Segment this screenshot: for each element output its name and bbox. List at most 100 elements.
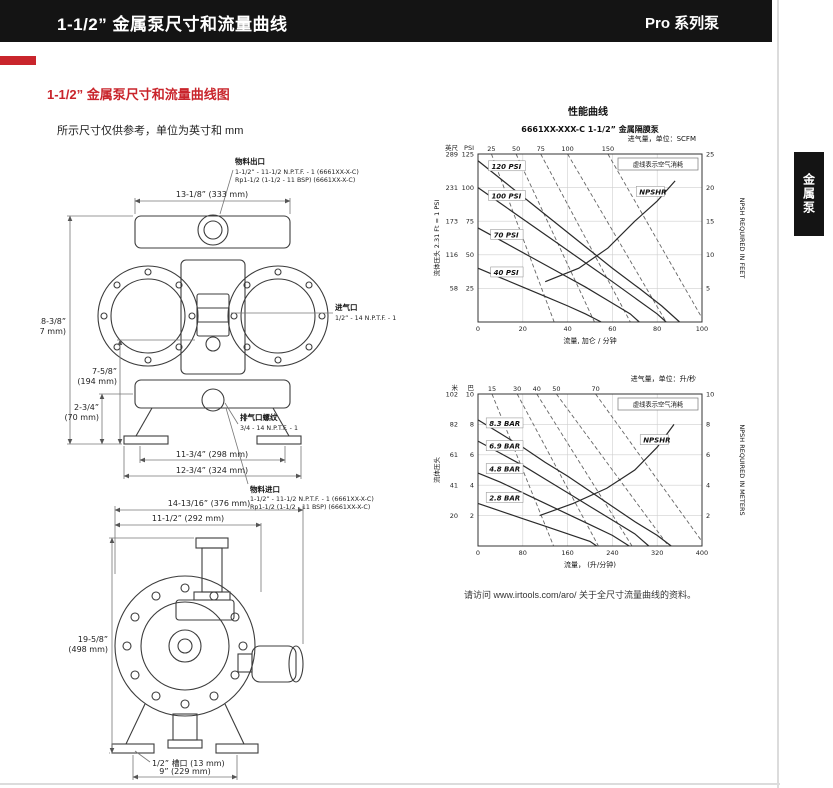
svg-text:75: 75 (466, 218, 474, 226)
dim-11-3-4: 11-3/4” (298 mm) (176, 450, 248, 459)
svg-text:40: 40 (533, 385, 541, 393)
svg-text:6.9 BAR: 6.9 BAR (489, 443, 520, 451)
svg-text:巴: 巴 (468, 384, 475, 392)
outlet-spec-2: Rp1-1/2 (1-1/2 - 11 BSP) (6661XX-X-C) (235, 177, 355, 184)
dim-7-5-8: 7-5/8” (92, 367, 117, 376)
svg-text:70 PSI: 70 PSI (494, 231, 519, 239)
side-height-dimension: 19-5/8” (78, 635, 108, 644)
dim-2-3-4: 2-3/4” (74, 403, 99, 412)
svg-text:60: 60 (608, 325, 616, 333)
svg-text:5: 5 (706, 285, 710, 293)
inlet-label: 物料进口 (250, 484, 280, 494)
svg-text:25: 25 (466, 285, 474, 293)
header-bar (0, 0, 772, 42)
dim-12-3-4: 12-3/4” (324 mm) (176, 466, 248, 475)
svg-text:150: 150 (602, 145, 614, 153)
red-accent-bar (0, 56, 36, 65)
svg-text:10: 10 (706, 251, 714, 259)
svg-text:20: 20 (706, 184, 714, 192)
svg-text:8: 8 (470, 421, 474, 429)
svg-text:320: 320 (651, 549, 663, 557)
svg-text:PSI: PSI (464, 144, 474, 152)
side-height-dimension-mm: (498 mm) (68, 645, 108, 654)
bottom-border-line (0, 783, 780, 785)
svg-text:160: 160 (561, 549, 573, 557)
svg-text:2.8 BAR: 2.8 BAR (489, 494, 520, 502)
slot-dimension: 1/2” 槽口 (13 mm) (152, 758, 225, 768)
svg-text:289: 289 (446, 150, 458, 158)
svg-text:2: 2 (706, 512, 710, 520)
svg-text:20: 20 (450, 512, 458, 520)
page-title: 1-1/2” 金属泵尺寸和流量曲线 (57, 15, 288, 34)
svg-text:6: 6 (706, 451, 710, 459)
pump-side-drawing: 14-13/16” (376 mm) 11-1/2” (292 mm) 19-5… (68, 499, 304, 780)
svg-text:6: 6 (470, 451, 474, 459)
inlet-spec-2: Rp1-1/2 (1-1/2 - 11 BSP) (6661XX-X-C) (250, 504, 370, 511)
svg-text:80: 80 (519, 549, 527, 557)
performance-curve-heading: 性能曲线 (568, 107, 608, 118)
height-dimension-mm: (467 mm) (40, 327, 66, 336)
svg-text:240: 240 (606, 549, 618, 557)
pump-side-dimension-lines (109, 506, 304, 780)
svg-text:流量， (升/分钟): 流量， (升/分钟) (564, 560, 616, 569)
svg-text:173: 173 (446, 218, 458, 226)
svg-text:6661XX-XXX-C 1-1/2” 金属隔膜泵: 6661XX-XXX-C 1-1/2” 金属隔膜泵 (521, 124, 658, 134)
svg-text:4: 4 (470, 482, 474, 490)
svg-text:125: 125 (462, 150, 474, 158)
svg-text:流量, 加仑 / 分钟: 流量, 加仑 / 分钟 (563, 336, 616, 345)
svg-text:NPSHR: NPSHR (639, 188, 666, 196)
svg-text:25: 25 (487, 145, 495, 153)
svg-text:虚线表示空气消耗: 虚线表示空气消耗 (633, 160, 684, 169)
svg-text:58: 58 (450, 285, 458, 293)
outlet-label: 物料出口 (235, 156, 265, 166)
exhaust-spec: 3/4 - 14 N.P.T.F. - 1 (240, 425, 298, 432)
units-note: 所示尺寸仅供参考，单位为英寸和 mm (57, 125, 244, 137)
svg-text:75: 75 (537, 145, 545, 153)
svg-text:100: 100 (462, 184, 474, 192)
svg-text:116: 116 (446, 251, 458, 259)
svg-text:82: 82 (450, 421, 458, 429)
svg-text:400: 400 (696, 549, 708, 557)
footer-note: 请访问 www.irtools.com/aro/ 关于全尺寸流量曲线的资料。 (464, 590, 697, 600)
svg-text:40 PSI: 40 PSI (494, 269, 519, 277)
overall-width-dimension: 14-13/16” (376 mm) (168, 499, 250, 508)
product-series-label: Pro 系列泵 (645, 15, 720, 32)
air-inlet-label: 进气口 (335, 302, 358, 312)
svg-text:50: 50 (552, 385, 560, 393)
svg-text:4: 4 (706, 482, 710, 490)
svg-text:70: 70 (591, 385, 599, 393)
svg-text:NPSH REQUIRED IN FEET: NPSH REQUIRED IN FEET (738, 198, 746, 279)
svg-text:102: 102 (446, 390, 458, 398)
body-width-dimension: 11-1/2” (292 mm) (152, 514, 224, 523)
svg-text:进气量，单位：SCFM: 进气量，单位：SCFM (628, 134, 696, 143)
svg-text:进气量，单位：升/秒: 进气量，单位：升/秒 (631, 374, 696, 383)
svg-text:15: 15 (706, 218, 714, 226)
air-inlet-spec: 1/2” - 14 N.P.T.F. - 1 (335, 315, 396, 322)
svg-text:流体压头 2.31 Ft = 1 PSI: 流体压头 2.31 Ft = 1 PSI (432, 200, 441, 277)
svg-text:8.3 BAR: 8.3 BAR (489, 420, 520, 428)
pump-front-drawing: 物料出口 1-1/2” - 11-1/2 N.P.T.F. - 1 (6661X… (40, 156, 396, 511)
svg-text:50: 50 (512, 145, 520, 153)
svg-text:100: 100 (696, 325, 708, 333)
section-title: 1-1/2” 金属泵尺寸和流量曲线图 (47, 87, 230, 102)
pump-front-dimension-lines (67, 169, 333, 485)
side-tab-metal-pump: 金属泵 (794, 152, 824, 236)
svg-text:0: 0 (476, 549, 480, 557)
width-dimension: 13-1/8” (333 mm) (176, 190, 248, 199)
svg-text:米: 米 (452, 383, 459, 392)
svg-text:100: 100 (561, 145, 573, 153)
outlet-spec-1: 1-1/2” - 11-1/2 N.P.T.F. - 1 (6661XX-X-C… (235, 169, 359, 176)
svg-text:50: 50 (466, 251, 474, 259)
dim-7-5-8-mm: (194 mm) (77, 377, 117, 386)
svg-text:100 PSI: 100 PSI (491, 192, 521, 200)
svg-text:英尺: 英尺 (445, 143, 459, 152)
svg-text:8: 8 (706, 421, 710, 429)
svg-text:0: 0 (476, 325, 480, 333)
svg-text:10: 10 (706, 390, 714, 398)
pump-side-shapes (111, 537, 304, 754)
svg-text:10: 10 (466, 390, 474, 398)
svg-text:80: 80 (653, 325, 661, 333)
right-border-line (777, 0, 779, 788)
